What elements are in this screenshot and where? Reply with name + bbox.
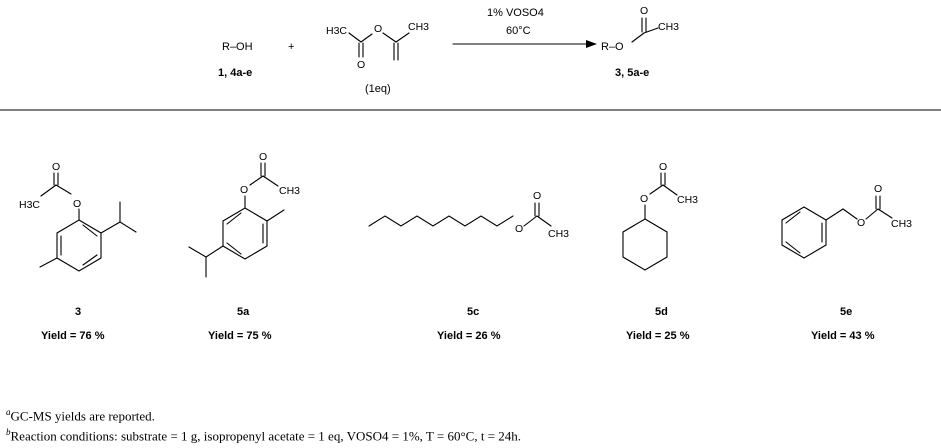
- compound-5a-structure: O CH3 O: [188, 151, 300, 278]
- footnote-a-marker: a: [6, 407, 11, 417]
- compound-5d-structure: O CH3 O: [622, 161, 698, 271]
- compound-5a-methyl: CH3: [279, 185, 300, 197]
- compound-5e-yield: Yield = 43 %: [811, 330, 875, 342]
- compound-5a-o-ester: O: [240, 184, 248, 196]
- compound-5c-structure: O O CH3: [368, 190, 569, 240]
- product-ch3: CH3: [658, 21, 679, 33]
- product-structure: R–O O CH3: [601, 5, 679, 53]
- isopropenyl-acetate-structure: H3C O O CH3: [326, 21, 429, 71]
- compound-5a-id: 5a: [237, 306, 250, 318]
- footnote-b-text: Reaction conditions: substrate = 1 g, is…: [10, 428, 522, 444]
- compound-5a-yield: Yield = 75 %: [208, 330, 272, 342]
- reactant-label: 1, 4a-e: [218, 67, 252, 79]
- compound-3-id: 3: [75, 306, 81, 318]
- catalyst-label: 1% VOSO4: [487, 7, 544, 19]
- compound-5e-methyl: CH3: [891, 218, 912, 230]
- footnote-b-marker: b: [6, 427, 11, 437]
- compound-3-methyl: H3C: [19, 199, 40, 211]
- reagent-h3c: H3C: [326, 25, 347, 37]
- compound-5c-o-ester: O: [515, 223, 523, 235]
- compound-5c-id: 5c: [467, 306, 479, 318]
- compound-3-yield: Yield = 76 %: [41, 330, 105, 342]
- compound-5d-id: 5d: [655, 306, 668, 318]
- reaction-arrow: [452, 40, 597, 48]
- compound-5d-yield: Yield = 25 %: [626, 330, 690, 342]
- compound-3-o-ester: O: [73, 198, 81, 210]
- compound-5a-o-carbonyl: O: [259, 151, 267, 163]
- footnote-a-text: GC-MS yields are reported.: [10, 408, 155, 424]
- compound-3-o-carbonyl: O: [52, 161, 60, 173]
- reagent-o-carbonyl: O: [357, 59, 365, 71]
- product-ro: R–O: [601, 41, 624, 53]
- reactant-alcohol: R–OH: [222, 41, 253, 53]
- product-label: 3, 5a-e: [615, 67, 649, 79]
- compound-5e-structure: O O CH3: [781, 183, 912, 259]
- footnote-b: bReaction conditions: substrate = 1 g, i…: [6, 427, 521, 444]
- plus-sign: +: [288, 41, 294, 53]
- compound-3-structure: O H3C O: [19, 161, 137, 272]
- product-o-carbonyl: O: [640, 5, 648, 17]
- reagent-o-ester: O: [374, 23, 382, 35]
- compound-5d-o-ester: O: [640, 193, 648, 205]
- compound-5d-o-carbonyl: O: [659, 161, 667, 173]
- compound-5d-methyl: CH3: [677, 194, 698, 206]
- compound-5e-id: 5e: [840, 306, 852, 318]
- compound-5e-o-carbonyl: O: [874, 183, 882, 195]
- compound-5c-o-carbonyl: O: [533, 190, 541, 202]
- reagent-ch3: CH3: [408, 21, 429, 33]
- footnote-a: aGC-MS yields are reported.: [6, 407, 155, 424]
- compound-5c-methyl: CH3: [548, 228, 569, 240]
- reagent-equiv: (1eq): [365, 83, 391, 95]
- compound-5e-o-ester: O: [857, 217, 865, 229]
- compound-5c-yield: Yield = 26 %: [437, 330, 501, 342]
- temperature-label: 60°C: [506, 25, 531, 37]
